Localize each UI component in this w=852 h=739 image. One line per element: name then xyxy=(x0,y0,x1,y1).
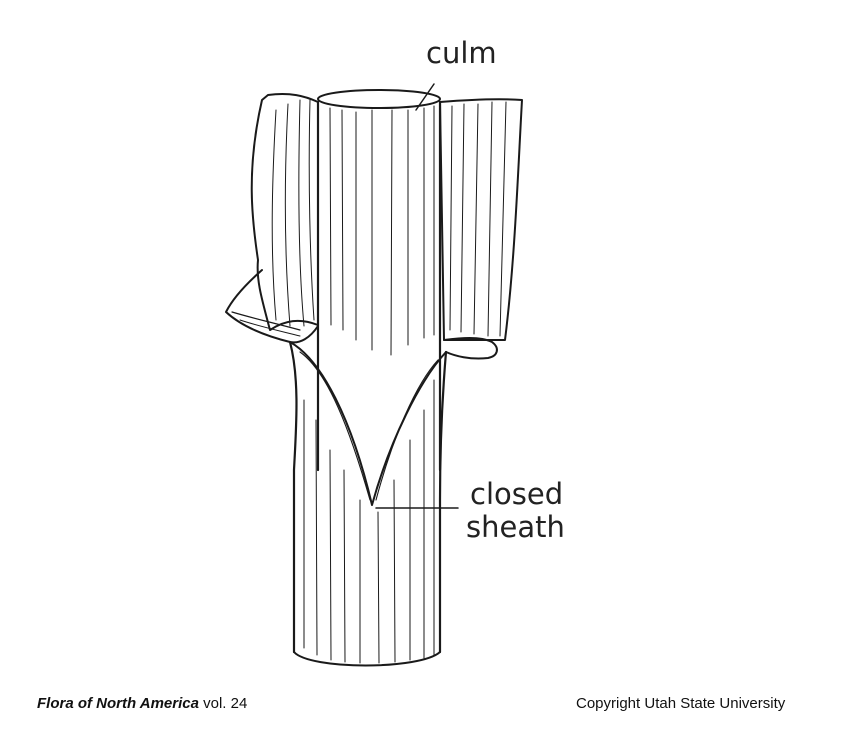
sheath-striations xyxy=(271,99,507,664)
culm-leader-line xyxy=(415,83,435,111)
closed-sheath-tube xyxy=(288,340,448,667)
label-sheath: sheath xyxy=(466,510,565,544)
label-closed: closed xyxy=(470,477,564,511)
sheath-right-flap xyxy=(439,98,523,360)
sheath-left-flap xyxy=(225,92,319,344)
source-title: Flora of North America xyxy=(37,695,199,712)
culm-striations xyxy=(329,105,435,356)
source-volume: vol. 24 xyxy=(198,695,248,712)
copyright-notice: Copyright Utah State University xyxy=(576,695,786,712)
source-citation: Flora of North America vol. 24 xyxy=(37,695,247,712)
culm-stem xyxy=(316,89,442,472)
label-culm: culm xyxy=(426,36,497,70)
